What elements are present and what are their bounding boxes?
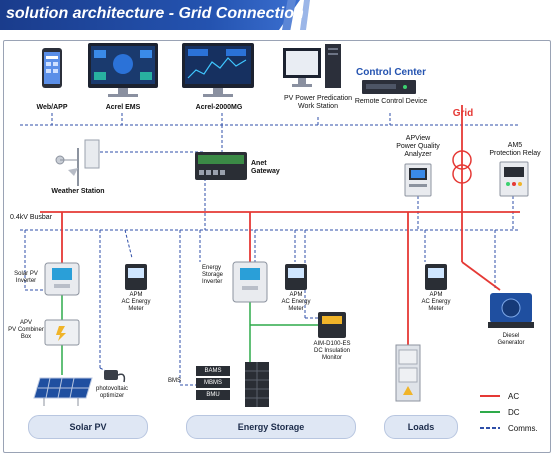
solar-panels-icon bbox=[33, 377, 93, 406]
legend-ac-label: AC bbox=[508, 392, 520, 401]
bms-box-bams: BAMS bbox=[204, 368, 222, 374]
grid-transformer-icon bbox=[452, 150, 472, 184]
bms-box-bmu: BMU bbox=[206, 392, 220, 398]
weather-station-icon bbox=[55, 139, 100, 186]
bms-box-mbms: MBMS bbox=[204, 380, 222, 386]
energy-meter-icon-2 bbox=[285, 264, 307, 290]
storage-inverter-label: Energy Storage Inverter bbox=[202, 265, 224, 285]
title-banner bbox=[0, 0, 300, 30]
pv-optimizer-icon bbox=[104, 370, 126, 383]
control-center-label: Control Center bbox=[356, 67, 426, 78]
energy-meter-icon-3 bbox=[425, 264, 447, 290]
ems-monitor-icon bbox=[88, 43, 158, 97]
title-accent-2 bbox=[300, 0, 310, 30]
workstation-icon bbox=[283, 44, 341, 88]
load-cabinet-icon bbox=[395, 344, 421, 402]
grid-label: Grid bbox=[452, 108, 474, 119]
diesel-generator-icon bbox=[488, 293, 534, 328]
protection-relay-icon bbox=[499, 161, 529, 197]
phone-icon bbox=[42, 48, 62, 88]
apm-2-label: APM AC Energy Meter bbox=[281, 292, 311, 312]
diesel-label: Diesel Generator bbox=[497, 333, 525, 346]
energy-meter-icon-1 bbox=[125, 264, 147, 290]
apm-3-label: APM AC Energy Meter bbox=[421, 292, 451, 312]
battery-rack-icon bbox=[245, 362, 269, 407]
section-energy-storage: Energy Storage bbox=[186, 415, 356, 439]
bms-boxes bbox=[196, 366, 230, 400]
pv-optimizer-label: photovoltaic optimizer bbox=[95, 386, 129, 399]
comms-lines bbox=[20, 113, 520, 386]
web-app-label: Web/APP bbox=[36, 104, 68, 111]
diagram-frame bbox=[3, 40, 551, 453]
insulation-monitor-icon bbox=[318, 312, 346, 338]
apm-1-label: APM AC Energy Meter bbox=[121, 292, 151, 312]
dc-lines bbox=[61, 295, 318, 375]
remote-control-icon bbox=[362, 80, 416, 94]
ac-lines bbox=[40, 105, 520, 345]
am5-label: AM5 Protection Relay bbox=[489, 142, 541, 158]
bms-label: BMS bbox=[168, 378, 182, 384]
section-loads: Loads bbox=[384, 415, 458, 439]
busbar-label: 0.4kV Busbar bbox=[10, 214, 53, 221]
legend-dc-label: DC bbox=[508, 408, 520, 417]
acrel-2000mg-label: Acrel-2000MG bbox=[195, 104, 243, 111]
section-solar-pv: Solar PV bbox=[28, 415, 148, 439]
pv-workstation-label: PV Power Predication Work Station bbox=[283, 95, 353, 111]
pv-combiner-box-icon bbox=[44, 319, 80, 346]
anet-gateway-label: Anet Gateway bbox=[251, 160, 280, 176]
weather-station-label: Weather Station bbox=[51, 188, 105, 195]
page-title: solution architecture - Grid Connection bbox=[6, 5, 304, 22]
apview-label: APView Power Quality Analyzer bbox=[396, 135, 440, 159]
pv-combiner-label: APV PV Combiner Box bbox=[8, 320, 44, 340]
storage-inverter-icon bbox=[232, 261, 268, 303]
solar-inverter-label: Solar PV Inverter bbox=[14, 271, 38, 284]
remote-control-label: Remote Control Device bbox=[354, 98, 428, 105]
legend-comms-label: Comms. bbox=[508, 424, 538, 433]
acrel-ems-label: Acrel EMS bbox=[105, 104, 141, 111]
solar-inverter-icon bbox=[44, 262, 80, 296]
aim-label: AIM-D100-ES DC Insulation Monitor bbox=[313, 341, 351, 361]
gateway-icon bbox=[195, 152, 247, 180]
power-quality-analyzer-icon bbox=[404, 163, 432, 197]
mg-monitor-icon bbox=[182, 43, 254, 97]
